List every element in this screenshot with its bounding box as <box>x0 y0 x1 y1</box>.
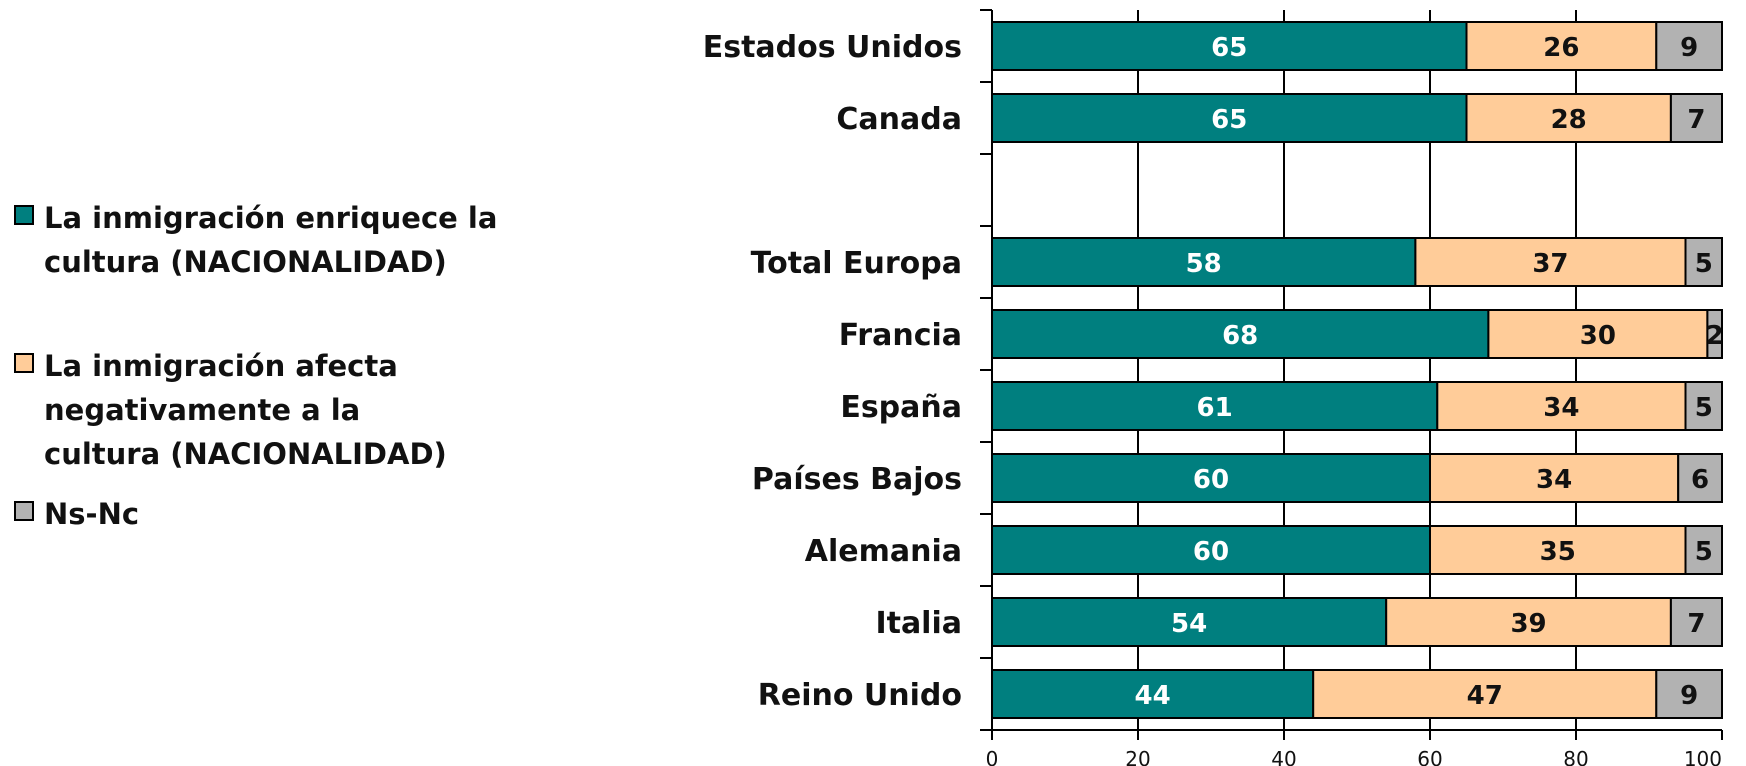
data-label-s0: 60 <box>1193 465 1229 495</box>
data-label-s0: 58 <box>1186 249 1222 279</box>
x-tick-label: 80 <box>1563 747 1588 766</box>
data-label-s2: 7 <box>1687 105 1705 135</box>
data-label-s0: 65 <box>1211 105 1247 135</box>
data-label-s0: 44 <box>1135 681 1171 711</box>
bar-segment-s1 <box>1465 93 1672 143</box>
x-tick-label: 20 <box>1125 747 1150 766</box>
x-tick-label: 60 <box>1417 747 1442 766</box>
category-label: Reino Unido <box>758 678 962 713</box>
category-label: Canada <box>836 102 962 137</box>
data-label-s1: 34 <box>1543 393 1579 423</box>
legend-label-enriquece: La inmigración enriquece la cultura (NAC… <box>44 201 498 279</box>
category-label: Países Bajos <box>752 462 962 497</box>
bar-segment-s2 <box>1677 453 1723 503</box>
bar-segment-s2 <box>1684 237 1723 287</box>
bar-segment-s0 <box>991 21 1468 71</box>
data-label-s0: 68 <box>1222 321 1258 351</box>
bar-segment-s2 <box>1684 381 1723 431</box>
bar-segment-s1 <box>1487 309 1709 359</box>
data-label-s2: 6 <box>1691 465 1709 495</box>
data-label-s1: 37 <box>1532 249 1568 279</box>
x-tick-label: 100 <box>1684 747 1722 766</box>
category-label: Total Europa <box>751 246 962 281</box>
bar-segment-s1 <box>1436 381 1687 431</box>
data-label-s0: 54 <box>1171 609 1207 639</box>
bar-segment-s0 <box>991 597 1388 647</box>
bar-segment-s2 <box>1669 597 1724 647</box>
bar-segment-s1 <box>1385 597 1672 647</box>
x-tick-label: 0 <box>986 747 999 766</box>
data-label-s2: 7 <box>1687 609 1705 639</box>
bar-segment-s0 <box>991 669 1315 719</box>
legend-label-afecta: La inmigración afecta negativamente a la… <box>44 349 447 471</box>
legend-item-nsnc: Ns-Nc <box>14 492 544 536</box>
data-label-s1: 28 <box>1551 105 1587 135</box>
data-label-s0: 60 <box>1193 537 1229 567</box>
bars: 65 26 9 65 28 7 58 37 5 68 30 2 61 34 5 60 34 6 60 35 5 54 39 7… <box>991 21 1724 719</box>
legend-item-afecta: La inmigración afecta negativamente a la… <box>14 344 484 476</box>
data-label-s2: 5 <box>1695 537 1713 567</box>
data-label-s2: 5 <box>1695 249 1713 279</box>
category-label: Alemania <box>805 534 962 569</box>
bar-segment-s2 <box>1706 309 1724 359</box>
bar-segment-s0 <box>991 381 1439 431</box>
data-label-s2: 9 <box>1680 33 1698 63</box>
legend-swatch-afecta <box>14 353 34 373</box>
data-label-s1: 35 <box>1540 537 1576 567</box>
legend: La inmigración enriquece la cultura (NAC… <box>14 0 574 766</box>
category-label: Estados Unidos <box>703 30 962 65</box>
bar-segment-s2 <box>1669 93 1724 143</box>
bar-segment-s0 <box>991 525 1431 575</box>
legend-swatch-enriquece <box>14 205 34 225</box>
data-label-s1: 34 <box>1536 465 1572 495</box>
data-label-s2: 2 <box>1706 321 1724 351</box>
category-label: España <box>840 390 962 425</box>
data-label-s0: 61 <box>1197 393 1233 423</box>
data-label-s1: 39 <box>1510 609 1546 639</box>
data-label-s0: 65 <box>1211 33 1247 63</box>
x-tick-label: 40 <box>1271 747 1296 766</box>
bar-segment-s1 <box>1312 669 1658 719</box>
bar-segment-s0 <box>991 309 1490 359</box>
legend-item-enriquece: La inmigración enriquece la cultura (NAC… <box>14 196 544 284</box>
data-label-s1: 26 <box>1543 33 1579 63</box>
category-label: Francia <box>839 318 962 353</box>
data-label-s1: 47 <box>1467 681 1503 711</box>
bar-segment-s2 <box>1655 21 1724 71</box>
data-label-s1: 30 <box>1580 321 1616 351</box>
legend-swatch-nsnc <box>14 501 34 521</box>
legend-label-nsnc: Ns-Nc <box>44 497 140 531</box>
bar-segment-s1 <box>1429 453 1680 503</box>
category-label: Italia <box>875 606 962 641</box>
data-label-s2: 5 <box>1695 393 1713 423</box>
bar-segment-s1 <box>1429 525 1687 575</box>
bar-segment-s2 <box>1684 525 1723 575</box>
data-label-s2: 9 <box>1680 681 1698 711</box>
bar-segment-s2 <box>1655 669 1724 719</box>
